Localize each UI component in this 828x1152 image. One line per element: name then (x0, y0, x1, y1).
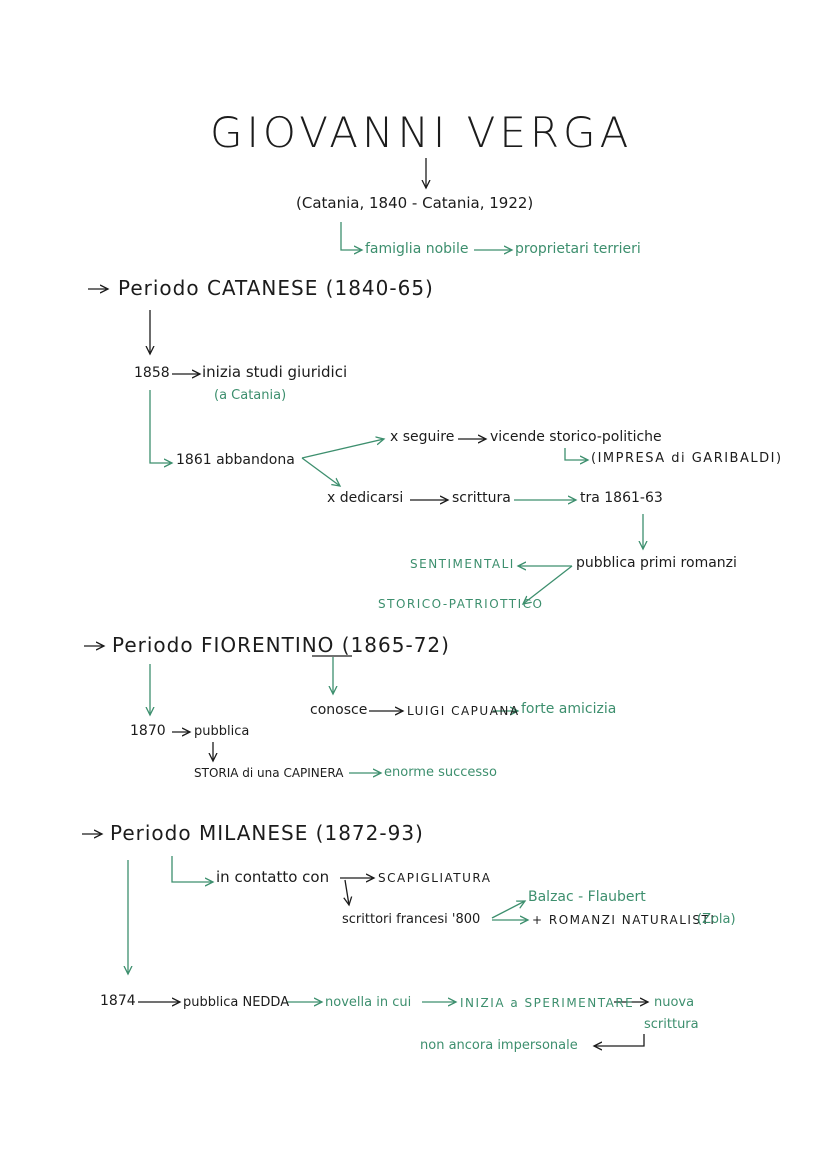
text-storia-capinera: STORIA di una CAPINERA (194, 766, 344, 780)
year-1874: 1874 (100, 993, 136, 1009)
text-impresa-garibaldi: (IMPRESA di GARIBALDI) (591, 451, 783, 466)
text-x-dedicarsi: x dedicarsi (327, 490, 404, 506)
text-pubblica-1870: pubblica (194, 724, 250, 739)
arrow-balzac (491, 901, 525, 919)
text-pubblica-romanzi: pubblica primi romanzi (576, 555, 737, 571)
text-inizia-sperimentare: INIZIA a SPERIMENTARE (460, 996, 635, 1010)
text-conosce: conosce (310, 702, 368, 718)
text-scrittori-francesi: scrittori francesi '800 (342, 912, 481, 927)
heading-periodo-milanese: Periodo MILANESE (1872-93) (110, 821, 424, 845)
text-pubblica-nedda: pubblica NEDDA (183, 995, 290, 1010)
text-1861-abbandona: 1861 abbandona (176, 452, 295, 468)
arrow-contatto (171, 856, 213, 882)
text-enorme-successo: enorme successo (384, 765, 497, 780)
text-novella-in-cui: novella in cui (325, 995, 412, 1010)
arrow-impresa (564, 448, 588, 460)
heading-periodo-fiorentino: Periodo FIORENTINO (1865-72) (112, 633, 450, 657)
year-1858: 1858 (134, 365, 170, 381)
text-inizia-studi: inizia studi giuridici (202, 363, 348, 381)
page-title: GIOVANNI VERGA (210, 108, 633, 157)
year-1870: 1870 (130, 723, 166, 739)
text-sentimentali: SENTIMENTALI (410, 557, 515, 571)
text-scapigliatura: SCAPIGLIATURA (378, 871, 492, 885)
text-scrittura: scrittura (452, 490, 511, 506)
text-x-seguire: x seguire (390, 429, 455, 445)
arrow-1861 (149, 390, 172, 463)
text-scrittura-2: scrittura (644, 1017, 699, 1032)
arrow-storico (523, 565, 573, 604)
arrow-scrittori-down (345, 879, 349, 905)
text-forte-amicizia: forte amicizia (521, 701, 617, 717)
heading-periodo-catanese: Periodo CATANESE (1840-65) (118, 276, 434, 300)
text-luigi-capuana: LUIGI CAPUANA (407, 704, 520, 718)
arrow-dedicarsi (301, 457, 340, 486)
text-non-ancora-impersonale: non ancora impersonale (420, 1038, 578, 1053)
text-storico-patriottico: STORICO-PATRIOTTICO (378, 597, 544, 611)
text-a-catania: (a Catania) (214, 388, 287, 403)
text-vicende: vicende storico-politiche (490, 429, 662, 445)
life-dates: (Catania, 1840 - Catania, 1922) (296, 194, 534, 212)
arrow-impersonale (594, 1034, 645, 1046)
family-noble: famiglia nobile (365, 241, 469, 257)
text-in-contatto: in contatto con (216, 868, 330, 886)
text-balzac-flaubert: Balzac - Flaubert (528, 889, 646, 905)
arrow-family (340, 222, 362, 250)
text-romanzi-naturalisti: + ROMANZI NATURALISTI (532, 913, 716, 927)
text-zola: (Zola) (697, 912, 736, 927)
family-landowners: proprietari terrieri (515, 241, 641, 257)
text-nuova: nuova (654, 995, 695, 1010)
text-tra-1861-63: tra 1861-63 (580, 490, 663, 506)
arrow-seguire (301, 439, 384, 459)
